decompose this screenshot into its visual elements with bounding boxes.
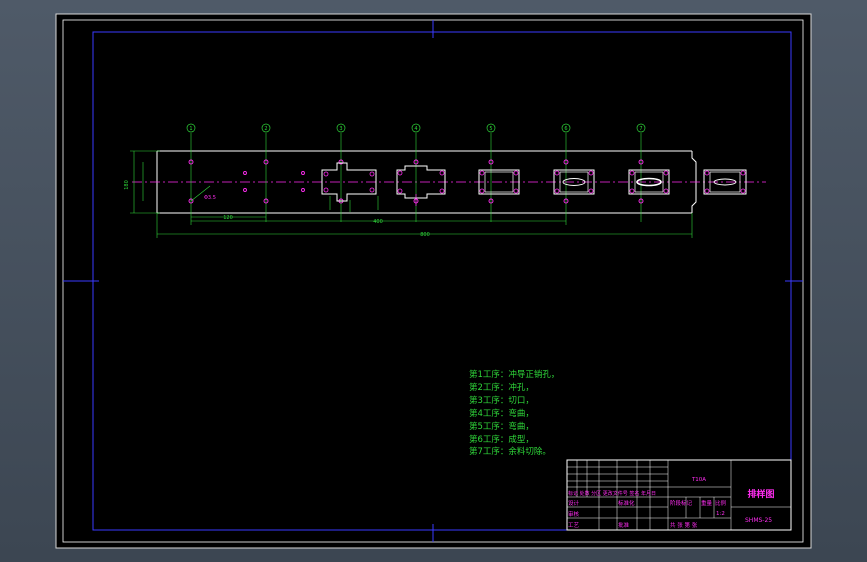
station-2: 2 (261, 123, 271, 222)
process-label: 工艺 (568, 522, 580, 529)
material-label: T10A (691, 477, 706, 483)
station-label: 6 (564, 126, 567, 132)
paper (55, 13, 812, 549)
sheet-count: 共 张 第 张 (670, 521, 698, 529)
dim-pitch-2: 400 (373, 219, 383, 225)
finished-part (703, 169, 747, 195)
process-steps: 第1工序：冲导正销孔， 第2工序：冲孔， 第3工序：切口， 第4工序：弯曲， 第… (469, 369, 559, 459)
station-7: 7 (636, 123, 646, 222)
title-block: T10A 标记 处数 分区 更改文件号 签名 年月日 设计 审核 工艺 标准化 … (566, 459, 792, 531)
process-step: 第4工序：弯曲， (469, 408, 534, 419)
station-4: 4 (411, 123, 421, 222)
process-step: 第1工序：冲导正销孔， (469, 370, 560, 380)
standardize-label: 标准化 (618, 499, 635, 507)
station-label: 5 (489, 126, 492, 132)
station-6-part (553, 169, 595, 195)
dim-strip-width: 180 (124, 180, 130, 190)
station-5: 5 (486, 123, 496, 222)
station-3-cutout (321, 162, 377, 202)
dim-hole-dia: Φ3.5 (204, 195, 216, 201)
process-step: 第3工序：切口， (469, 395, 534, 406)
station-label: 4 (414, 126, 417, 132)
station-5-part (478, 169, 520, 195)
designer-label: 设计 (568, 499, 580, 507)
process-step: 第5工序：弯曲， (469, 421, 534, 432)
dimension-lines (130, 150, 693, 238)
station-7-part (628, 169, 670, 195)
station-6: 6 (561, 123, 571, 225)
dim-total-length: 800 (420, 232, 430, 238)
drawing-number: SHMS-25 (745, 517, 772, 524)
pilot-holes (188, 159, 644, 204)
checker-label: 审核 (568, 510, 580, 518)
revision-header: 标记 处数 分区 更改文件号 签名 年月日 (568, 490, 656, 497)
station-1: 1 (186, 123, 196, 225)
process-step: 第2工序：冲孔， (469, 382, 534, 393)
centering-marks (63, 20, 803, 542)
approve-label: 批准 (618, 521, 630, 529)
dim-pitch-1: 120 (223, 215, 233, 221)
ratio-label: 比例 (715, 499, 727, 507)
station-3: 3 (336, 123, 346, 222)
station-4-part (396, 165, 446, 199)
station-label: 2 (264, 126, 267, 132)
station-markers: 1 2 3 4 5 6 7 (186, 123, 646, 225)
weight-label: 重量 (701, 499, 713, 507)
process-step: 第6工序：成型， (469, 434, 534, 445)
strip-layout: 1 2 3 4 5 6 7 (124, 123, 766, 238)
drawing-title: 排样图 (747, 488, 774, 500)
process-step: 第7工序：余料切除。 (469, 447, 551, 458)
scale-value: 1:2 (716, 511, 725, 517)
stage-mark-label: 阶段标记 (670, 499, 693, 507)
station-label: 7 (639, 126, 642, 132)
station-label: 3 (339, 126, 342, 132)
station-label: 1 (189, 126, 192, 132)
